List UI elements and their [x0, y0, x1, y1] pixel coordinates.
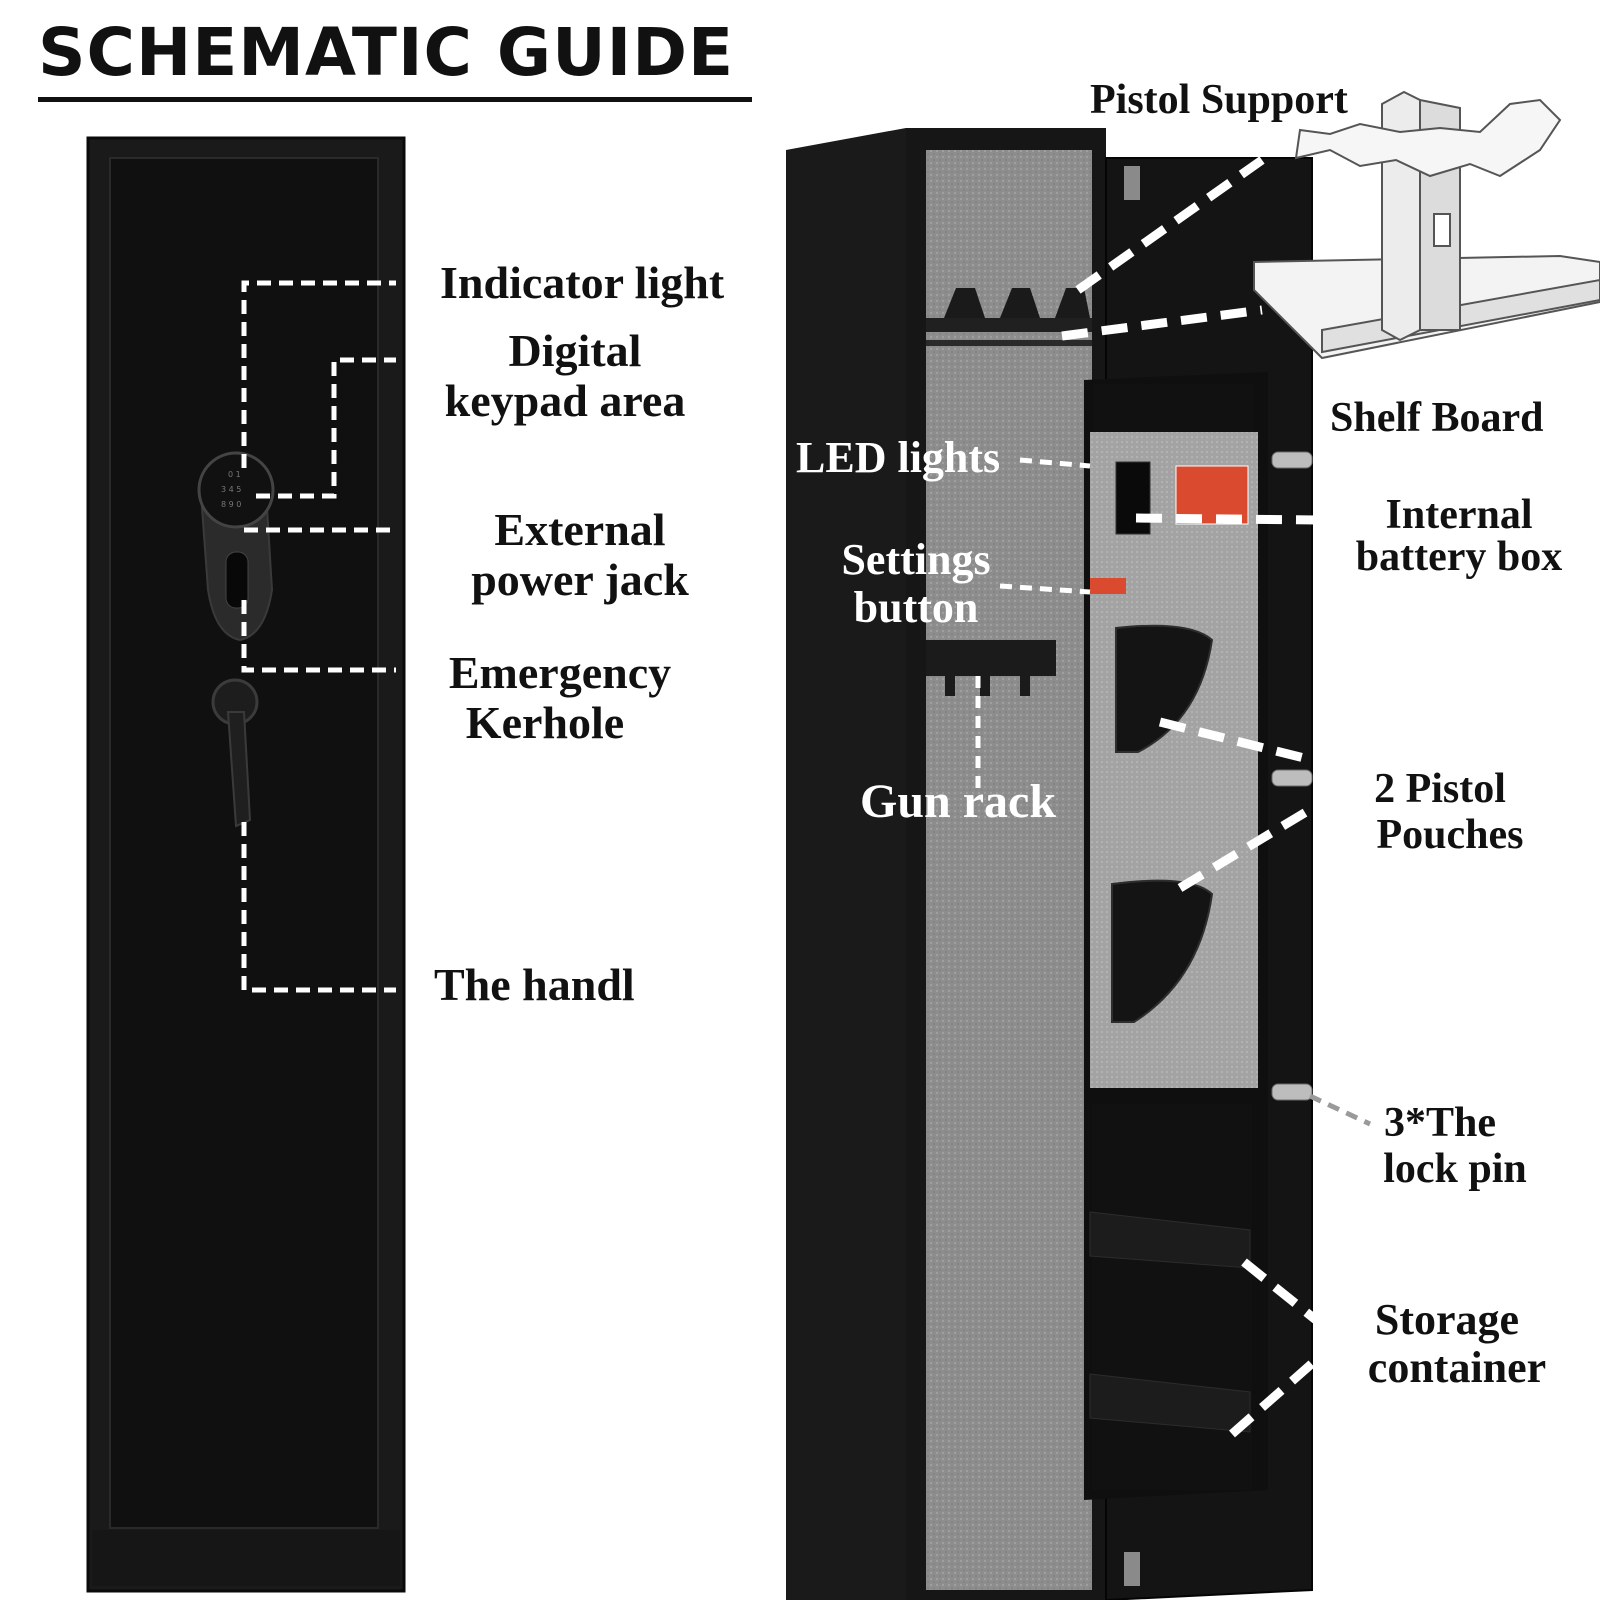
label-internal-battery-line1: Internal [1385, 492, 1533, 538]
label-settings-button: Settings button [826, 535, 1006, 633]
pistol-support-sketch [1253, 90, 1600, 360]
label-storage-line2: container [1367, 1342, 1547, 1392]
label-pistol-pouches: 2 Pistol Pouches [1350, 766, 1550, 858]
svg-text:3 4 5: 3 4 5 [221, 485, 241, 494]
open-safe [786, 128, 1313, 1600]
label-external-power-line1: External [494, 504, 666, 555]
label-emergency: Emergency Kerhole [420, 648, 700, 747]
label-lock-pin-line2: lock pin [1383, 1146, 1527, 1193]
label-settings-line1: Settings [841, 535, 991, 584]
right-callout-lines-white [1061, 156, 1319, 1438]
left-callout-lines [241, 280, 396, 993]
keypad-icon: 0 1 3 4 5 8 9 0 [197, 451, 275, 642]
label-pistol-pouches-line2: Pouches [1376, 812, 1524, 859]
svg-text:0 1: 0 1 [228, 470, 241, 479]
label-settings-line2: button [853, 583, 979, 633]
lock-pin-callout [1308, 1093, 1372, 1127]
label-indicator-light: Indicator light [440, 257, 725, 308]
label-internal-battery-line2: battery box [1355, 534, 1563, 580]
label-emergency-line2: Kerhole [465, 696, 625, 748]
label-storage-container: Storage container [1342, 1296, 1572, 1391]
label-external-power: External power jack [430, 505, 730, 604]
label-led-lights: LED lights [796, 433, 1001, 482]
label-digital-keypad-line2: keypad area [444, 374, 686, 426]
label-emergency-line1: Emergency [448, 647, 672, 698]
label-digital-keypad-line1: Digital [508, 325, 642, 376]
page-title: SCHEMATIC GUIDE [38, 14, 735, 91]
label-storage-line1: Storage [1374, 1295, 1520, 1344]
label-pistol-pouches-line1: 2 Pistol [1374, 766, 1506, 812]
label-external-power-line2: power jack [471, 553, 689, 605]
svg-text:8 9 0: 8 9 0 [221, 500, 241, 509]
title-underline [38, 97, 752, 102]
left-interior-callouts [975, 457, 1091, 790]
label-digital-keypad: Digital keypad area [410, 326, 750, 425]
label-gun-rack: Gun rack [860, 775, 1057, 828]
label-shelf-board: Shelf Board [1330, 395, 1544, 441]
label-internal-battery: Internal battery box [1334, 494, 1584, 578]
label-handle: The handl [434, 959, 635, 1010]
label-lock-pin: 3*The lock pin [1360, 1100, 1550, 1192]
label-pistol-support: Pistol Support [1090, 77, 1348, 123]
handle-icon [211, 678, 259, 828]
label-lock-pin-line1: 3*The [1383, 1100, 1496, 1146]
